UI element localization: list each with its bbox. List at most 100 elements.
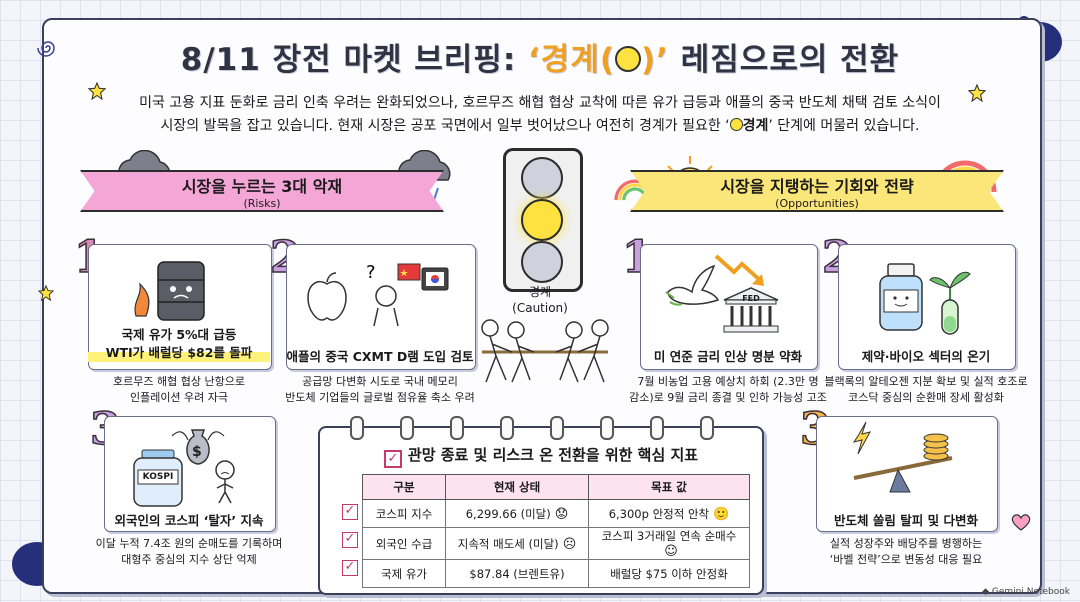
risks-banner-title: 시장을 누르는 3대 악재 <box>181 176 343 196</box>
spiral-ring <box>650 416 664 440</box>
opportunity-3-desc-line-1: 실적 성장주와 배당주를 병행하는 <box>829 537 983 550</box>
risk-2-desc-line-2: 반도체 기업들의 글로벌 점유율 축소 우려 <box>285 391 475 404</box>
yellow-light-icon <box>615 46 642 72</box>
fed-building-icon <box>723 287 779 333</box>
star-icon <box>38 285 54 301</box>
opportunity-2-caption: 제약·바이오 섹터의 온기 <box>861 349 991 364</box>
check-box-icon: ✓ <box>342 532 358 548</box>
risk-3-desc-line-1: 이달 누적 7.4조 원의 순매도를 기록하며 <box>95 537 283 550</box>
intro-line-2-post: ’ 단계에 머물러 있습니다. <box>768 118 920 134</box>
opportunity-1-caption: 미 연준 금리 인상 명분 약화 <box>653 349 803 364</box>
kpi-card: ✓ 관망 종료 및 리스크 온 전환을 위한 핵심 지표 ✓ ✓ ✓ 구분 현재 … <box>318 416 764 595</box>
sad-face-icon: 😟 <box>554 506 569 522</box>
title-highlight-post: )’ <box>641 42 669 78</box>
table-row: 코스피 지수 6,299.66 (미달)😟 6,300p 안정적 안착🙂 <box>362 499 750 528</box>
opportunity-1-desc-line-1: 7월 비농업 고용 예상치 하회 (2.3만 명 <box>637 375 819 388</box>
kpi-row-label: 외국인 수급 <box>362 527 446 560</box>
kpi-row-current-text: 지속적 매도세 (미달) <box>457 536 559 551</box>
svg-text:?: ? <box>366 262 376 283</box>
risk-2-caption: 애플의 중국 CXMT D램 도입 검토 <box>286 349 474 364</box>
risk-2-desc-line-1: 공급망 다변화 시도로 국내 메모리 <box>302 375 458 388</box>
title-prefix: 8/11 장전 마켓 브리핑: <box>180 42 529 78</box>
spiral-doodle-icon <box>37 41 55 57</box>
kpi-row-target-text: 코스피 3거래일 연속 순매수 <box>601 529 737 543</box>
jar-icon <box>133 449 183 507</box>
fed-label: FED <box>742 294 760 303</box>
opportunity-2-description: 블랙록의 알테오젠 지분 확보 및 실적 호조로 코스닥 중심의 순환매 장세 … <box>818 374 1034 406</box>
kpi-header-target: 목표 값 <box>588 474 750 500</box>
person-icon: ☺ <box>664 544 678 559</box>
opportunities-banner-title: 시장을 지탱하는 기회와 전략 <box>720 176 914 196</box>
traffic-light-top-lamp-icon <box>521 157 563 199</box>
title-highlight: ‘경계( )’ <box>528 42 669 78</box>
dove-icon <box>665 264 720 306</box>
risk-card-3 <box>104 416 276 532</box>
tug-of-war-icon <box>481 319 609 383</box>
risk-3-caption: 외국인의 코스피 ‘탈자’ 지속 <box>114 513 264 528</box>
opportunity-2-desc-line-1: 블랙록의 알테오젠 지분 확보 및 실적 호조로 <box>824 375 1028 388</box>
traffic-light <box>503 148 583 292</box>
check-box-icon: ✓ <box>383 450 402 468</box>
intro-highlight: 경계 <box>742 118 769 134</box>
opportunities-banner: 시장을 지탱하는 기회와 전략 (Opportunities) <box>630 170 1004 212</box>
spiral-ring <box>350 416 364 440</box>
spiral-ring <box>450 416 464 440</box>
kpi-header-category: 구분 <box>362 474 446 500</box>
table-row: 외국인 수급 지속적 매도세 (미달)☹ 코스피 3거래일 연속 순매수☺ <box>362 527 750 560</box>
risks-banner-subtitle: (Risks) <box>243 196 281 210</box>
opportunity-3-caption: 반도체 쏠림 탈피 및 다변화 <box>834 513 978 528</box>
check-box-icon: ✓ <box>342 560 358 576</box>
kpi-row-target: 코스피 3거래일 연속 순매수☺ <box>588 527 750 560</box>
money-bag-wings-icon: $ <box>171 429 225 465</box>
opportunity-1-description: 7월 비농업 고용 예상치 하회 (2.3만 명 감소)로 9월 금리 종결 및… <box>612 374 844 406</box>
kpi-title-text: 관망 종료 및 리스크 온 전환을 위한 핵심 지표 <box>407 446 699 464</box>
caution-title: 경계 <box>528 285 552 299</box>
risk-2-description: 공급망 다변화 시도로 국내 메모리 반도체 기업들의 글로벌 점유율 축소 우… <box>266 374 494 406</box>
spiral-ring <box>400 416 414 440</box>
person-icon: ☹ <box>562 536 577 552</box>
opportunity-1-desc-line-2: 감소)로 9월 금리 종결 및 인하 가능성 고조 <box>629 391 827 404</box>
heart-icon <box>1011 514 1031 531</box>
medicine-bottle-icon <box>879 263 923 331</box>
kpi-title: ✓ 관망 종료 및 리스크 온 전환을 위한 핵심 지표 <box>320 444 762 468</box>
caution-label: 경계 (Caution) <box>490 284 590 316</box>
thinking-person-icon: ? <box>366 262 399 327</box>
opportunities-banner-subtitle: (Opportunities) <box>775 196 859 210</box>
spiral-ring <box>600 416 614 440</box>
risk-1-caption: 국제 유가 5%대 급등 WTI가 배럴당 $82를 돌파 <box>88 326 270 362</box>
caution-subtitle: (Caution) <box>512 301 568 315</box>
watermark-text: Gemini Notebook <box>991 587 1070 597</box>
opportunity-3-desc-line-2: ‘바벨 전략’으로 변동성 대응 필요 <box>829 553 983 566</box>
risk-1-caption-line-1: 국제 유가 5%대 급등 <box>121 327 237 342</box>
chip-flag-icon <box>397 263 449 291</box>
kpi-table: 구분 현재 상태 목표 값 코스피 지수 6,299.66 (미달)😟 6,30… <box>362 474 750 588</box>
title-highlight-pre: ‘경계( <box>528 42 616 78</box>
risk-1-caption-line-2: WTI가 배럴당 $82를 돌파 <box>88 344 270 362</box>
opportunity-card-2 <box>838 244 1016 370</box>
opportunity-card-1 <box>640 244 818 370</box>
kpi-row-target-text: 6,300p 안정적 안착 <box>608 506 710 521</box>
intro-line-2: 시장의 발목을 잡고 있습니다. 현재 시장은 공포 국면에서 일부 벗어났으나… <box>90 115 990 138</box>
check-box-icon: ✓ <box>342 504 358 520</box>
kpi-row-target: 6,300p 안정적 안착🙂 <box>588 499 750 528</box>
smile-face-icon: 🙂 <box>713 506 730 522</box>
spiral-ring <box>500 416 514 440</box>
opportunity-3-description: 실적 성장주와 배당주를 병행하는 ‘바벨 전략’으로 변동성 대응 필요 <box>796 536 1016 568</box>
seesaw-coins-icon <box>852 421 953 493</box>
risks-banner: 시장을 누르는 3대 악재 (Risks) <box>80 170 444 212</box>
risk-3-desc-line-2: 대형주 중심의 지수 상단 억제 <box>121 553 257 566</box>
star-icon <box>88 82 106 100</box>
oil-barrel-icon <box>134 261 205 321</box>
risk-1-desc-line-2: 인플레이션 우려 자극 <box>129 391 229 404</box>
kpi-row-label: 코스피 지수 <box>362 499 446 528</box>
sad-person-icon <box>215 460 235 504</box>
kpi-header-row: 구분 현재 상태 목표 값 <box>362 474 750 500</box>
kpi-row-target: 배럴당 $75 이하 안정화 <box>588 559 750 588</box>
traffic-light-bottom-lamp-icon <box>521 241 563 283</box>
yellow-light-icon <box>729 118 743 131</box>
star-icon <box>968 84 986 102</box>
svg-text:$: $ <box>192 444 202 460</box>
opportunity-2-desc-line-2: 코스닥 중심의 순환매 장세 활성화 <box>848 391 1004 404</box>
spiral-ring <box>700 416 714 440</box>
title-suffix: 레짐으로의 전환 <box>668 42 900 78</box>
